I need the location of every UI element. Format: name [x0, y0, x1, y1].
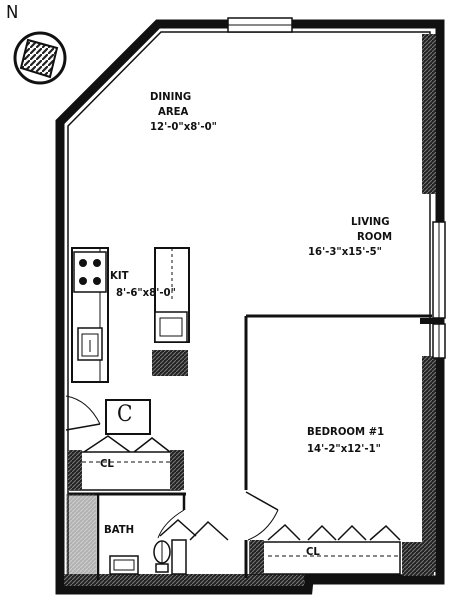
living-room-name: LIVING [351, 215, 390, 228]
toilet-icon [153, 540, 171, 573]
bedroom-name: BEDROOM #1 [307, 425, 385, 438]
kitchen-hatch-block [152, 350, 188, 376]
bath-wall-hatch [66, 494, 96, 574]
wall-hatch-bottom-left [64, 574, 304, 586]
window-right-lower [432, 323, 446, 359]
wall-hatch-right-mid [420, 318, 436, 324]
wall-hatch-right-bottom [422, 356, 436, 572]
entry-door [65, 395, 101, 431]
living-room-size: 16'-3"x15'-5" [308, 245, 382, 258]
hall-closet [68, 435, 184, 491]
dining-area-name: DINING [150, 90, 192, 103]
north-label: N [6, 2, 19, 23]
exterior-wall [55, 19, 445, 595]
wall-hatch-right-top [422, 34, 436, 194]
north-compass-icon [13, 31, 67, 85]
hall-closet-label: CL [100, 457, 114, 470]
kitchen-sink-icon [77, 327, 103, 361]
window-top [227, 17, 293, 33]
dining-area-size: 12'-0"x8'-0" [150, 120, 217, 133]
bathroom-sink-icon [109, 555, 139, 575]
bedroom-size: 14'-2"x12'-1" [307, 442, 381, 455]
coat-closet-marker: C [117, 402, 133, 427]
bedroom-door [245, 491, 279, 541]
living-room-name-line2: ROOM [357, 230, 393, 243]
bedroom-closet-label: CL [306, 545, 320, 558]
wall-hatch-bottom-right [402, 542, 434, 576]
exterior-wall-inner [67, 31, 431, 584]
refrigerator-icon [154, 311, 188, 343]
window-right-upper [432, 221, 446, 319]
bath-door [157, 509, 229, 541]
kitchen-size: 8'-6"x8'-0" [116, 286, 176, 299]
bath-name: BATH [104, 523, 135, 536]
dining-area-name-line2: AREA [158, 105, 189, 118]
stove-icon [73, 251, 107, 293]
bathtub-icon [171, 539, 187, 575]
bedroom-closet [249, 523, 401, 575]
coat-closet-box [105, 399, 151, 435]
kitchen-name: KIT [110, 269, 129, 282]
